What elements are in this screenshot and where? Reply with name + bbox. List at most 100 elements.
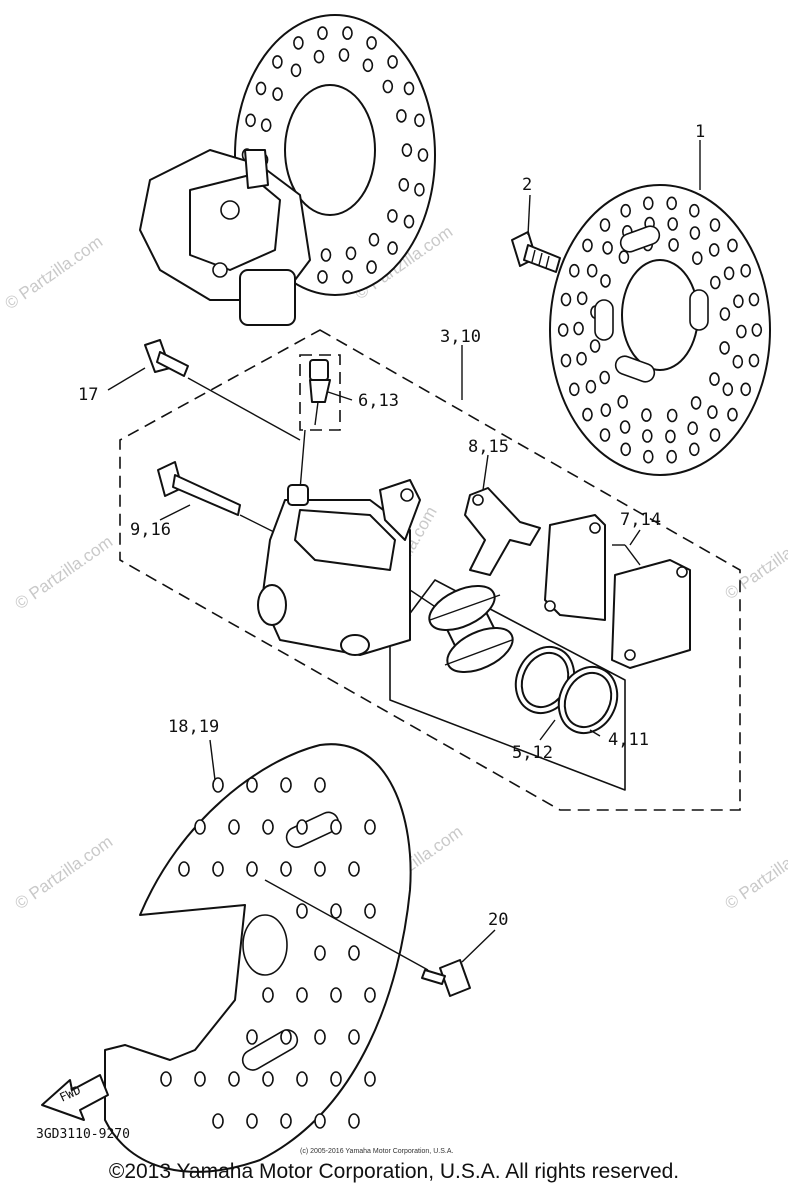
callout-7-14: 7,14 [620,510,661,530]
perforation-hole [194,819,206,835]
disc-cover-holes [160,777,376,1129]
perforation-hole [296,819,308,835]
fwd-arrow: FWD [41,1074,109,1121]
brake-disc-slot [614,355,656,383]
perforation-hole [668,238,679,252]
perforation-hole [314,777,326,793]
caliper-pin [157,461,291,541]
perforation-hole [280,1113,292,1129]
perforation-hole [280,861,292,877]
perforation-hole [414,113,425,128]
callout-8-15: 8,15 [468,437,509,457]
callout-5-12: 5,12 [512,743,553,763]
perforation-hole [727,407,738,422]
perforation-hole [617,394,629,409]
perforation-hole [330,819,342,835]
perforation-hole [665,429,676,444]
perforation-hole [364,987,376,1003]
perforation-hole [330,903,342,919]
perforation-hole [262,987,274,1003]
brake-disc [549,184,771,476]
perforation-hole [364,819,376,835]
perforation-hole [320,248,332,262]
perforation-hole [403,214,415,229]
callout-9-16: 9,16 [130,520,171,540]
perforation-hole [262,1071,274,1087]
perforation-hole [246,777,258,793]
perforation-hole [573,321,584,336]
perforation-hole [585,379,597,394]
watermark: © Partzilla.com [721,832,788,913]
perforation-hole [666,449,678,464]
perforation-hole [727,238,738,253]
perforation-hole [345,246,357,261]
perforation-hole [620,442,632,457]
perforation-hole [280,777,292,793]
perforation-hole [740,263,752,278]
perforation-hole [272,87,283,101]
perforation-hole [568,263,580,278]
perforation-hole [317,270,328,284]
perforation-hole [362,58,374,73]
bleeder-box [299,354,341,431]
brake-disc-holes [557,196,763,464]
perforation-hole [641,408,652,422]
callout-2: 2 [522,175,532,195]
perforation-hole [348,945,360,961]
perforation-hole [723,266,735,281]
perforation-hole [382,79,394,94]
disc-bolt [511,231,561,273]
perforation-hole [691,251,703,266]
perforation-hole [293,36,304,50]
perforation-hole [619,420,631,434]
callout-1: 1 [695,122,705,142]
bleeder-screw [299,359,331,491]
cover-bolt [421,959,471,997]
perforation-hole [364,1071,376,1087]
brake-disc-slot [594,299,614,341]
perforation-hole [582,238,593,253]
caliper-assembly-boundary [119,329,741,811]
perforation-hole [387,241,398,255]
perforation-hole [246,1113,258,1129]
perforation-hole [708,243,720,257]
perforation-hole [314,861,326,877]
perforation-hole [178,861,190,877]
perforation-hole [366,36,377,50]
assembled-bolt-hole [220,200,240,220]
perforation-hole [317,26,328,40]
perforation-hole [245,113,256,128]
perforation-hole [228,1071,240,1087]
perforation-hole [368,232,380,247]
watermark: © Partzilla.com [11,832,116,913]
perforation-hole [314,1113,326,1129]
assembled-rotor-hub [284,84,376,216]
brake-disc-slot [689,289,709,331]
disc-cover [104,743,429,1173]
perforation-hole [414,182,425,197]
perforation-hole [272,55,283,69]
perforation-hole [748,292,760,307]
perforation-hole [709,428,721,442]
callout-17: 17 [78,385,98,405]
perforation-hole [709,275,721,290]
perforation-hole [557,323,569,337]
perforation-hole [212,1113,224,1129]
perforation-hole [348,861,360,877]
assembled-piston [239,269,296,326]
perforation-hole [228,819,240,835]
perforation-hole [280,1029,292,1045]
perforation-hole [641,429,653,443]
perforation-hole [707,405,718,419]
perforation-hole [576,351,587,366]
perforation-hole [576,291,588,306]
callout-20: 20 [488,910,508,930]
perforation-hole [314,1029,326,1045]
perforation-hole [330,1071,342,1087]
perforation-hole [262,819,274,835]
assembled-bleeder [244,149,269,189]
perforation-hole [246,1029,258,1045]
perforation-hole [733,294,744,309]
perforation-hole [338,48,350,62]
